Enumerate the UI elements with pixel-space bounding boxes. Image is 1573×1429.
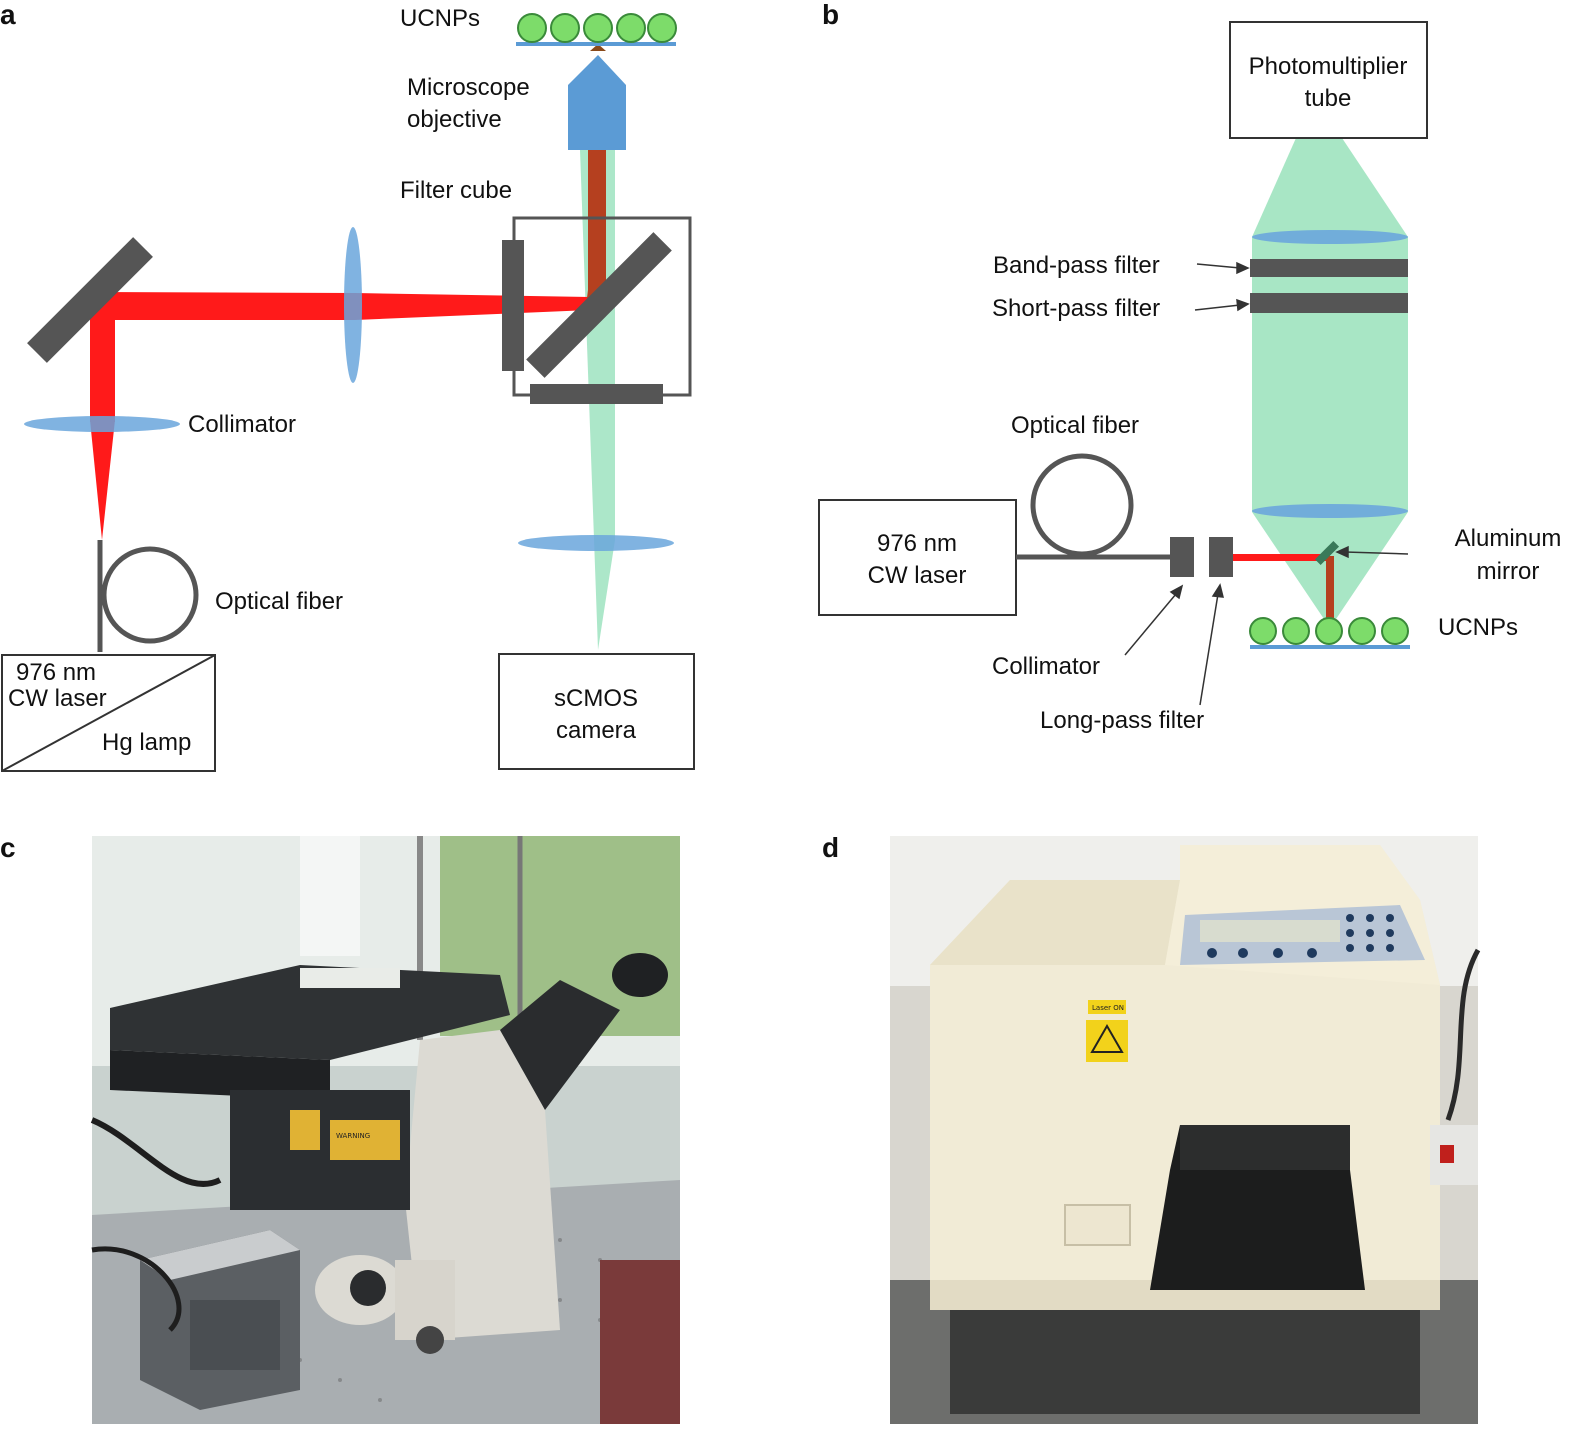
aluminum-mirror [1314,540,1340,566]
plate-reader-photo: Laser ON [890,836,1481,1424]
label-short-pass: Short-pass filter [992,295,1160,322]
label-hg-lamp: Hg lamp [102,729,191,756]
steering-mirror [27,237,153,363]
band-pass-filter [1250,259,1408,277]
label-collimator-a: Collimator [188,411,296,438]
label-collimator-b: Collimator [992,653,1100,680]
label-mirror-line2: mirror [1477,558,1540,585]
pmt-lens-top [1252,230,1408,244]
label-filter-cube: Filter cube [400,177,512,204]
objective-body [568,55,626,150]
optical-fiber-a [97,540,199,652]
objective-tip [590,44,606,51]
label-mirror-line1: Aluminum [1455,525,1562,552]
excitation-beam-b [1232,554,1330,561]
label-objective-line1: Microscope [407,74,530,101]
label-camera-line2: camera [556,717,637,744]
collimator-b [1170,537,1194,577]
emission-filter [530,384,663,404]
laser-horizontal-beam [92,292,590,320]
light-source-box [1,654,216,772]
pmt-lens-bottom [1252,504,1408,518]
short-pass-filter [1250,293,1408,313]
panel-d: d Laser ON [822,832,1481,1424]
panel-b-letter: b [822,0,839,30]
label-ucnps-a: UCNPs [400,5,480,32]
tube-lens [518,535,674,551]
panel-c: c [0,832,680,1424]
scmos-camera-box [498,653,695,770]
photo-d-laser-on: Laser ON [1092,1004,1124,1012]
panel-b: b [818,0,1562,734]
ucnp-sample-b [1249,617,1410,649]
label-pmt-line2: tube [1305,85,1352,112]
label-ucnps-b: UCNPs [1438,614,1518,641]
label-laser-a-line2: CW laser [8,685,107,712]
label-laser-b-line1: 976 nm [877,530,957,557]
long-pass-filter [1209,537,1233,577]
label-optical-fiber-a: Optical fiber [215,588,343,615]
label-objective-line2: objective [407,106,502,133]
reflected-beam-b [1326,556,1334,618]
label-laser-a-line1: 976 nm [16,659,96,686]
label-pmt-line1: Photomultiplier [1249,53,1408,80]
component-arrows [1124,545,1409,706]
laser-focus-beam [90,420,115,540]
ucnp-sample-a [516,13,677,46]
collimator-lens [24,416,180,432]
laser-box-b [818,499,1017,616]
panel-a-letter: a [0,0,16,30]
label-long-pass: Long-pass filter [1040,707,1204,734]
pmt-box [1229,21,1428,139]
panel-c-letter: c [0,832,16,863]
photo-c-warning: WARNING [336,1132,370,1140]
panel-a: a [0,0,695,772]
panel-d-letter: d [822,832,839,863]
label-band-pass: Band-pass filter [993,252,1160,279]
excitation-to-objective [586,150,606,312]
microscope-photo: WARNING [90,836,680,1424]
filter-arrows [1194,261,1250,312]
optical-fiber-b [1016,453,1172,560]
label-optical-fiber-b: Optical fiber [1011,412,1139,439]
label-camera-line1: sCMOS [554,685,638,712]
dichroic-mirror [526,232,672,378]
focusing-lens [344,227,362,383]
label-laser-b-line2: CW laser [868,562,967,589]
excitation-filter [502,240,524,371]
